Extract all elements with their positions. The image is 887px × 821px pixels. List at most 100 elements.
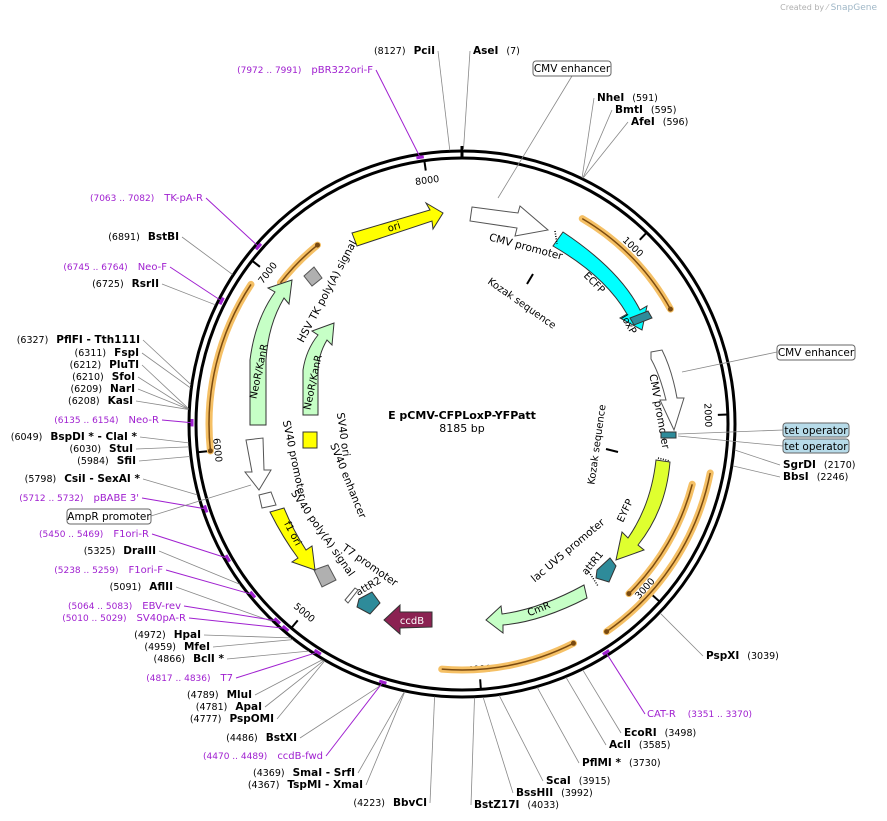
box-leader: [677, 435, 784, 447]
orf-arc: [441, 642, 574, 671]
primer-mark: [218, 296, 225, 306]
primer-leader: [205, 197, 259, 247]
leader-line: [482, 697, 514, 794]
primer-leader: [325, 681, 384, 757]
primer-label: (5010 .. 5029)SV40pA-R: [62, 613, 186, 624]
leader-line: [141, 352, 191, 389]
ruler-tick: [251, 259, 261, 268]
leader-line: [498, 695, 544, 782]
feature-eyfp: EYFP: [615, 459, 671, 561]
boxed-label-tet-operator-1: tet operator: [782, 422, 850, 438]
site-label-right: SgrDI(2170): [783, 459, 855, 471]
svg-text:tet operator: tet operator: [784, 441, 848, 453]
feature-ori: ori: [351, 201, 444, 247]
leader-line: [734, 449, 781, 466]
feature-cmv-promoter-1: CMV promoter: [469, 205, 565, 263]
site-label-left: (5798)CsiI - SexAI *: [25, 473, 141, 485]
feature-neor-kanr-outer: NeoR/KanR: [248, 279, 293, 426]
svg-text:AmpR promoter: AmpR promoter: [67, 511, 151, 523]
leader-line: [357, 691, 405, 774]
site-label-left: (4369)SmaI - SrfI: [253, 767, 355, 779]
leader-line: [203, 634, 291, 639]
primer-mark: [224, 554, 232, 563]
feature-cmr: CmR: [485, 584, 588, 635]
leader-line: [582, 109, 613, 179]
box-leader: [681, 351, 778, 373]
ruler-tick: [290, 619, 299, 629]
svg-text:CMV enhancer: CMV enhancer: [534, 63, 611, 75]
primer-mark: [416, 155, 425, 160]
site-label-left: (6049)BspDI * - ClaI *: [11, 431, 138, 443]
primer-leader: [151, 533, 228, 559]
ruler-tick: [639, 231, 648, 241]
site-label-right: BmtI(595): [615, 104, 676, 116]
orf-arrowhead: [207, 448, 213, 454]
feature-kozak-1: Kozak sequence: [485, 273, 558, 332]
primer-label: (5450 .. 5469)F1ori-R: [39, 529, 149, 540]
svg-text:ori: ori: [386, 220, 402, 234]
leader-line: [161, 283, 216, 306]
svg-text:tet operator: tet operator: [784, 425, 848, 437]
leader-line: [175, 586, 273, 622]
primer-label: (7972 .. 7991)pBR322ori-F: [237, 65, 373, 76]
created-by-text: Created by: [780, 3, 825, 12]
primer-leader: [605, 652, 646, 715]
site-label-left: (6725)RsrII: [92, 278, 159, 290]
ruler-label: 7000: [256, 260, 280, 286]
leader-line: [141, 364, 189, 409]
feature-dotted-marks: [554, 230, 671, 587]
site-label-right: PflMI *(3730): [582, 757, 661, 769]
leader-line: [732, 465, 781, 478]
site-labels: AseI(7) NheI(591)BmtI(595)AfeI(596) SgrDI(…: [11, 45, 856, 811]
leader-line: [429, 696, 435, 804]
box-leader: [677, 429, 784, 435]
orf-arc: [606, 472, 711, 633]
site-label-right: NheI(591): [597, 92, 658, 104]
leader-line: [565, 677, 607, 746]
leader-line: [226, 650, 309, 660]
leader-line: [470, 697, 475, 806]
feature-tet-operator-box: [660, 431, 677, 439]
site-label-right: AclI(3585): [609, 739, 670, 751]
site-label-left: (6212)PluTI: [70, 359, 139, 371]
ruler-tick: [197, 450, 208, 454]
primer-leader: [161, 419, 193, 424]
leader-line: [212, 639, 293, 648]
primer-leader: [235, 651, 318, 679]
primer-mark: [249, 590, 257, 599]
primer-label: (7063 .. 7082)TK-pA-R: [90, 193, 203, 204]
orf-arrowhead: [604, 629, 610, 635]
leader-line: [139, 436, 189, 444]
site-label-left: (4777)PspOMI: [190, 713, 274, 725]
primer-label: (4470 .. 4489)ccdB-fwd: [203, 751, 323, 762]
primer-label: (6745 .. 6764)Neo-F: [63, 262, 167, 273]
feature-sv40-promoter: SV40 promoter: [243, 419, 308, 500]
site-label-right: BssHII(3992): [516, 787, 593, 799]
orf-arc: [581, 217, 672, 310]
site-label-left: (6210)SfoI: [72, 371, 135, 383]
site-label-right: ScaI(3915): [546, 775, 610, 787]
orf-arc: [208, 284, 252, 451]
ruler-tick: [479, 679, 482, 690]
leader-line: [158, 550, 240, 585]
ruler-label: 5000: [291, 601, 317, 625]
leader-line: [463, 50, 471, 151]
primer-leader: [188, 617, 286, 629]
site-label-right: AfeI(596): [631, 116, 688, 128]
primer-leader: [375, 69, 421, 158]
feature-sv40-ori: SV40 ori: [302, 412, 352, 457]
site-label-left: (6311)FspI: [75, 347, 139, 359]
primer-mark: [273, 617, 282, 625]
snapgene-logo-icon: ⁄: [826, 3, 829, 12]
snapgene-logo-text: SnapGene: [830, 3, 877, 13]
boxed-label-tet-operator-2: tet operator: [782, 438, 850, 454]
site-label-left: (4972)HpaI: [134, 629, 201, 641]
primer-mark: [281, 624, 290, 632]
plasmid-backbone: [187, 146, 737, 699]
leader-line: [137, 388, 189, 410]
leader-line: [142, 339, 192, 385]
leader-line: [365, 691, 406, 786]
site-label-right: AseI(7): [473, 45, 520, 57]
